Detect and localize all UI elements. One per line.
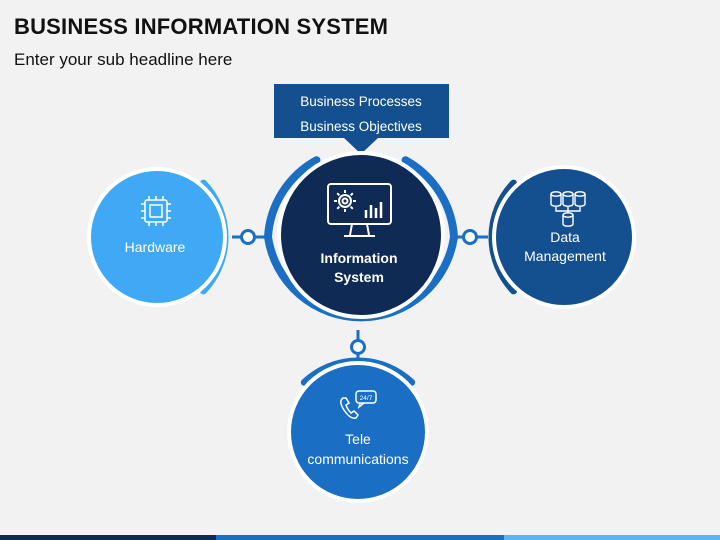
bottom-bar-segment-mid [216,535,504,540]
banner-line-2: Business Objectives [300,119,422,134]
banner-shape [274,84,449,154]
node-center-label-1: Information [321,250,398,266]
monitor-gear-chart-icon [327,183,392,237]
database-icon [550,191,586,227]
connectors [232,229,488,362]
bottom-accent-bar [0,535,720,540]
node-hardware: Hardware [87,167,229,307]
phone-24-7-icon: 24/7 [340,390,377,419]
node-tele-circle [287,361,429,503]
node-hardware-circle [87,167,227,307]
node-data-management: Data Management [488,165,636,309]
banner-line-1: Business Processes [300,94,422,109]
connector-node-right [462,229,478,245]
banner: Business Processes Business Objectives [274,84,449,154]
chip-icon [141,196,171,226]
node-telecommunications: 24/7 Tele communications [287,357,429,503]
page-subtitle: Enter your sub headline here [14,50,233,69]
connector-node-bottom [350,339,366,355]
bottom-bar-segment-dark [0,535,216,540]
node-information-system: Information System [264,151,458,322]
node-tele-label-1: Tele [345,431,371,447]
page-title: BUSINESS INFORMATION SYSTEM [14,14,389,39]
node-center-ring-top-right [401,156,458,241]
bottom-bar-segment-light [504,535,720,540]
connector-node-left [240,229,256,245]
node-tele-label-2: communications [307,451,408,467]
node-center-ring-top-left [264,156,321,241]
node-center-label-2: System [334,269,384,285]
svg-text:24/7: 24/7 [360,395,373,402]
node-hardware-label: Hardware [125,239,186,255]
node-data-label-2: Management [524,248,606,264]
node-data-circle [492,165,636,309]
node-data-label-1: Data [550,229,580,245]
